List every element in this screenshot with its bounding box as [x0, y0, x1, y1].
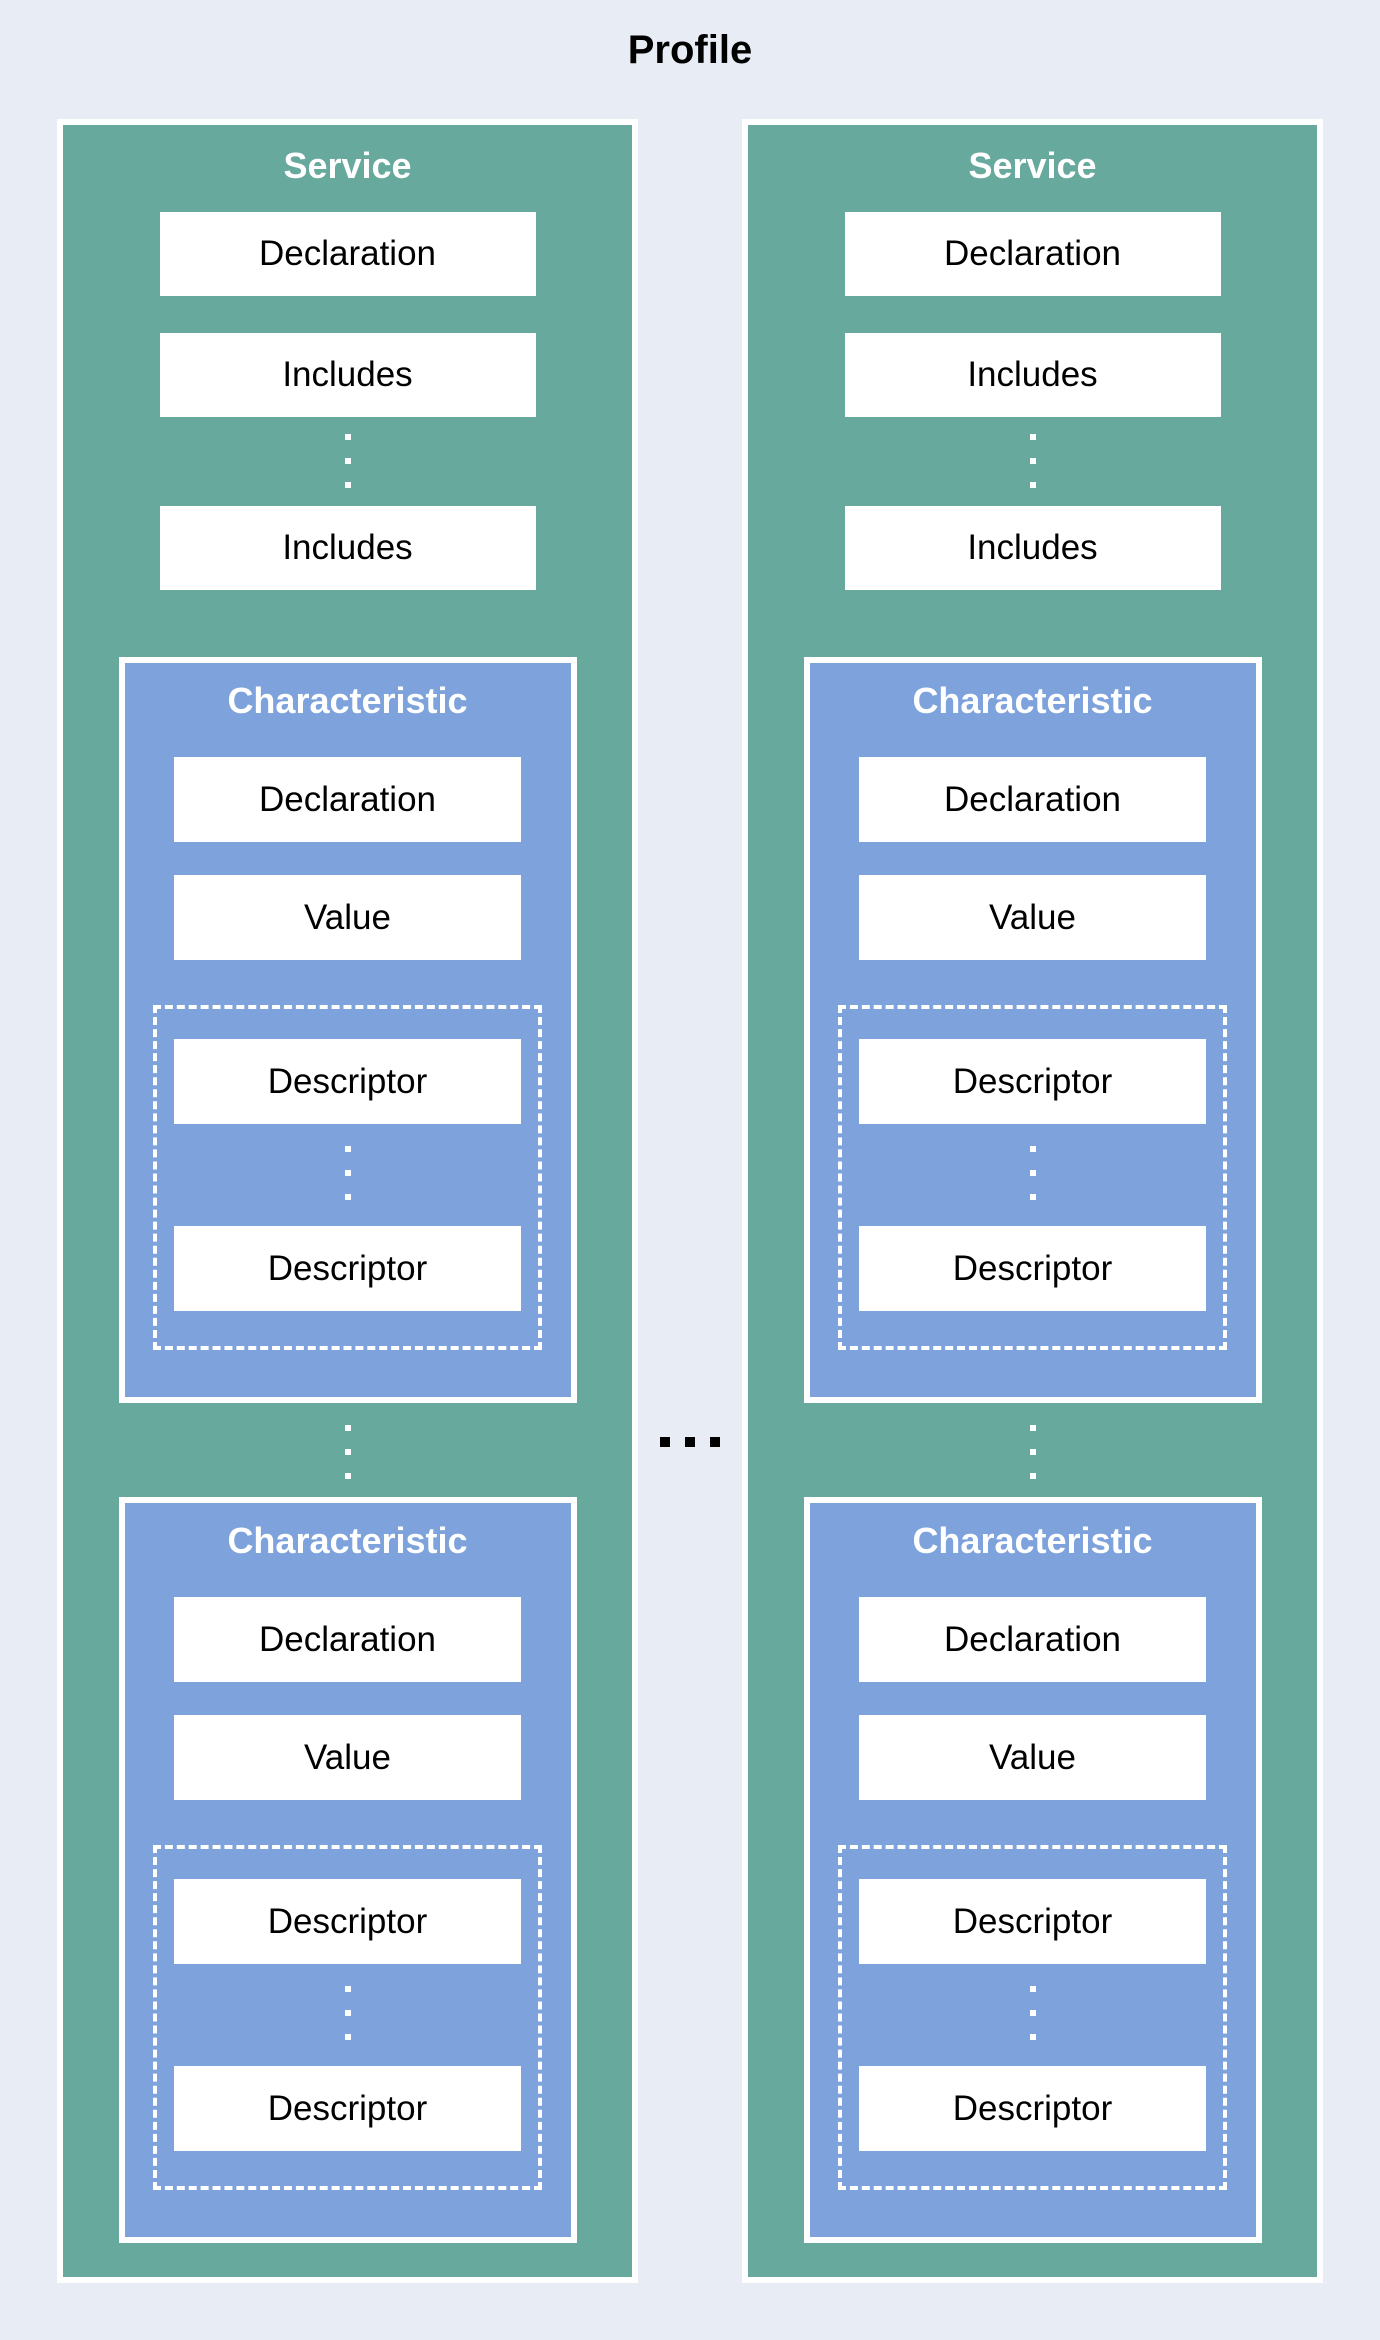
- descriptor-box: Descriptor: [174, 1226, 521, 1311]
- vertical-ellipsis-icon: [748, 434, 1317, 488]
- dot: [1029, 1194, 1036, 1200]
- dot: [344, 458, 351, 464]
- descriptor-group: Descriptor Descriptor: [838, 1005, 1227, 1350]
- dot: [1029, 482, 1036, 488]
- service-declaration-box: Declaration: [844, 212, 1221, 296]
- dot: [1029, 1986, 1036, 1992]
- dot: [344, 2034, 351, 2040]
- service-title: Service: [283, 145, 412, 186]
- vertical-ellipsis-icon: [842, 1146, 1223, 1200]
- dot: [1029, 1473, 1036, 1479]
- vertical-ellipsis-icon: [63, 434, 632, 488]
- descriptor-group: Descriptor Descriptor: [153, 1845, 542, 2190]
- dot: [1029, 1170, 1036, 1176]
- characteristic-value-box: Value: [174, 1715, 521, 1800]
- dot: [1029, 434, 1036, 440]
- service-includes-box: Includes: [159, 506, 536, 590]
- descriptor-box: Descriptor: [174, 2066, 521, 2151]
- service-box-2: Service Declaration Includes Includes Ch…: [742, 119, 1323, 2283]
- characteristic-declaration-box: Declaration: [174, 757, 521, 842]
- characteristic-value-box: Value: [174, 875, 521, 960]
- dot: [1029, 2034, 1036, 2040]
- descriptor-box: Descriptor: [859, 2066, 1206, 2151]
- dot: [1029, 1146, 1036, 1152]
- page-title: Profile: [627, 28, 753, 72]
- vertical-ellipsis-icon: [63, 1425, 632, 1479]
- characteristic-box: Characteristic Declaration Value Descrip…: [118, 657, 577, 1403]
- characteristic-value-box: Value: [859, 1715, 1206, 1800]
- characteristic-declaration-box: Declaration: [859, 757, 1206, 842]
- characteristic-box: Characteristic Declaration Value Descrip…: [803, 657, 1262, 1403]
- descriptor-box: Descriptor: [859, 1226, 1206, 1311]
- vertical-ellipsis-icon: [157, 1146, 538, 1200]
- dot: [685, 1437, 695, 1447]
- dot: [344, 1986, 351, 1992]
- dot: [344, 1425, 351, 1431]
- dot: [1029, 2010, 1036, 2016]
- characteristic-declaration-box: Declaration: [859, 1597, 1206, 1682]
- descriptor-box: Descriptor: [174, 1879, 521, 1964]
- descriptor-box: Descriptor: [859, 1879, 1206, 1964]
- characteristic-value-box: Value: [859, 875, 1206, 960]
- descriptor-group: Descriptor Descriptor: [838, 1845, 1227, 2190]
- service-includes-box: Includes: [844, 333, 1221, 417]
- dot: [344, 482, 351, 488]
- service-title: Service: [968, 145, 1097, 186]
- descriptor-box: Descriptor: [859, 1039, 1206, 1124]
- horizontal-ellipsis-icon: [638, 1427, 742, 1457]
- dot: [344, 2010, 351, 2016]
- descriptor-box: Descriptor: [174, 1039, 521, 1124]
- characteristic-title: Characteristic: [912, 1520, 1153, 1561]
- dot: [1029, 1449, 1036, 1455]
- characteristic-declaration-box: Declaration: [174, 1597, 521, 1682]
- descriptor-group: Descriptor Descriptor: [153, 1005, 542, 1350]
- dot: [710, 1437, 720, 1447]
- vertical-ellipsis-icon: [842, 1986, 1223, 2040]
- service-includes-box: Includes: [844, 506, 1221, 590]
- dot: [344, 1194, 351, 1200]
- characteristic-box: Characteristic Declaration Value Descrip…: [118, 1497, 577, 2243]
- characteristic-box: Characteristic Declaration Value Descrip…: [803, 1497, 1262, 2243]
- dot: [344, 1449, 351, 1455]
- vertical-ellipsis-icon: [748, 1425, 1317, 1479]
- vertical-ellipsis-icon: [157, 1986, 538, 2040]
- service-box-1: Service Declaration Includes Includes Ch…: [57, 119, 638, 2283]
- dot: [660, 1437, 670, 1447]
- characteristic-title: Characteristic: [912, 680, 1153, 721]
- dot: [344, 1146, 351, 1152]
- dot: [1029, 458, 1036, 464]
- dot: [344, 1473, 351, 1479]
- service-declaration-box: Declaration: [159, 212, 536, 296]
- dot: [344, 1170, 351, 1176]
- service-includes-box: Includes: [159, 333, 536, 417]
- dot: [344, 434, 351, 440]
- characteristic-title: Characteristic: [227, 1520, 468, 1561]
- dot: [1029, 1425, 1036, 1431]
- characteristic-title: Characteristic: [227, 680, 468, 721]
